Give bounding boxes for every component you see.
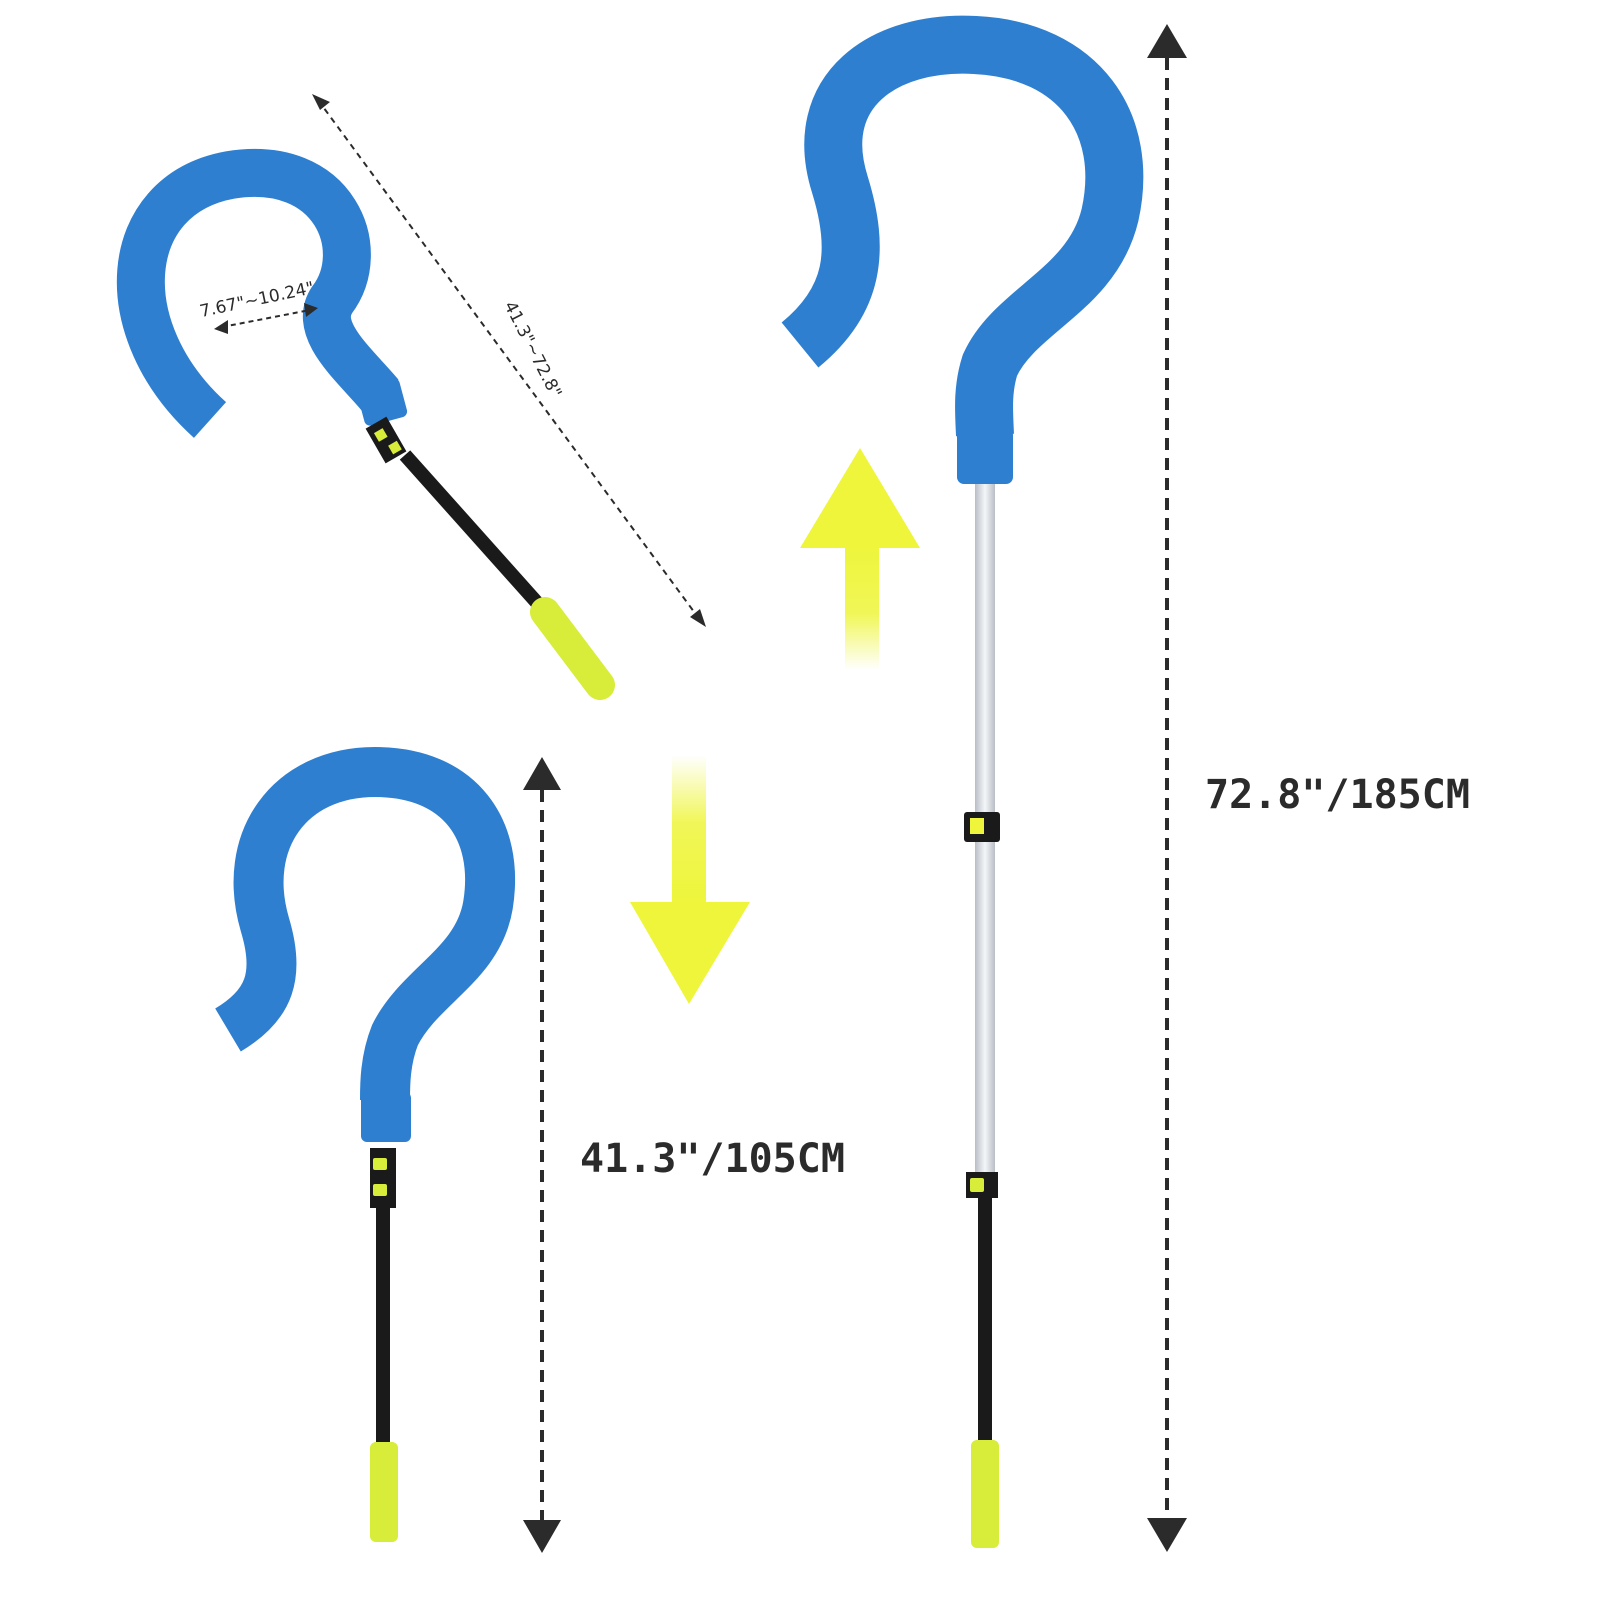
retract-arrow-down — [630, 755, 750, 1004]
short-pole-lock-button-1 — [373, 1158, 387, 1170]
long-pole-foam-hook — [780, 15, 1144, 437]
short-pole-connector — [370, 1148, 396, 1208]
long-pole-lower-lock-button — [970, 1178, 984, 1192]
short-pole-shaft — [376, 1205, 390, 1445]
extend-arrow-up — [800, 448, 920, 670]
adjustable-length-label: 41.3"~72.8" — [500, 298, 566, 401]
long-pole-grip — [971, 1440, 999, 1548]
angled-pole-lock-button-1 — [373, 428, 388, 442]
hook-gap-label: 7.67"~10.24" — [198, 278, 316, 322]
long-pole-black-shaft — [978, 1196, 992, 1441]
long-pole — [780, 15, 1144, 1548]
angled-pole-shaft — [399, 450, 554, 620]
short-pole-foam-hook — [214, 746, 516, 1101]
angled-pole-lock-button-2 — [388, 440, 402, 455]
hook-gap-dimension: 7.67"~10.24" — [198, 278, 318, 334]
long-length-label: 72.8"/185CM — [1205, 772, 1470, 818]
short-pole-foam-cap — [361, 1092, 411, 1142]
angled-pole-grip — [530, 597, 615, 700]
short-pole-lock-button-2 — [373, 1184, 387, 1196]
short-pole-grip — [370, 1442, 398, 1542]
short-length-label: 41.3"/105CM — [580, 1136, 845, 1182]
long-pole-middle-lock-button — [970, 818, 984, 834]
angled-pole-foam-cap — [356, 378, 408, 426]
short-length-dimension — [523, 757, 561, 1553]
long-length-dimension — [1147, 24, 1187, 1552]
short-pole — [214, 746, 516, 1542]
angled-pole-foam-hook — [116, 149, 399, 438]
angled-pole — [116, 149, 615, 700]
long-pole-foam-cap — [957, 428, 1013, 484]
